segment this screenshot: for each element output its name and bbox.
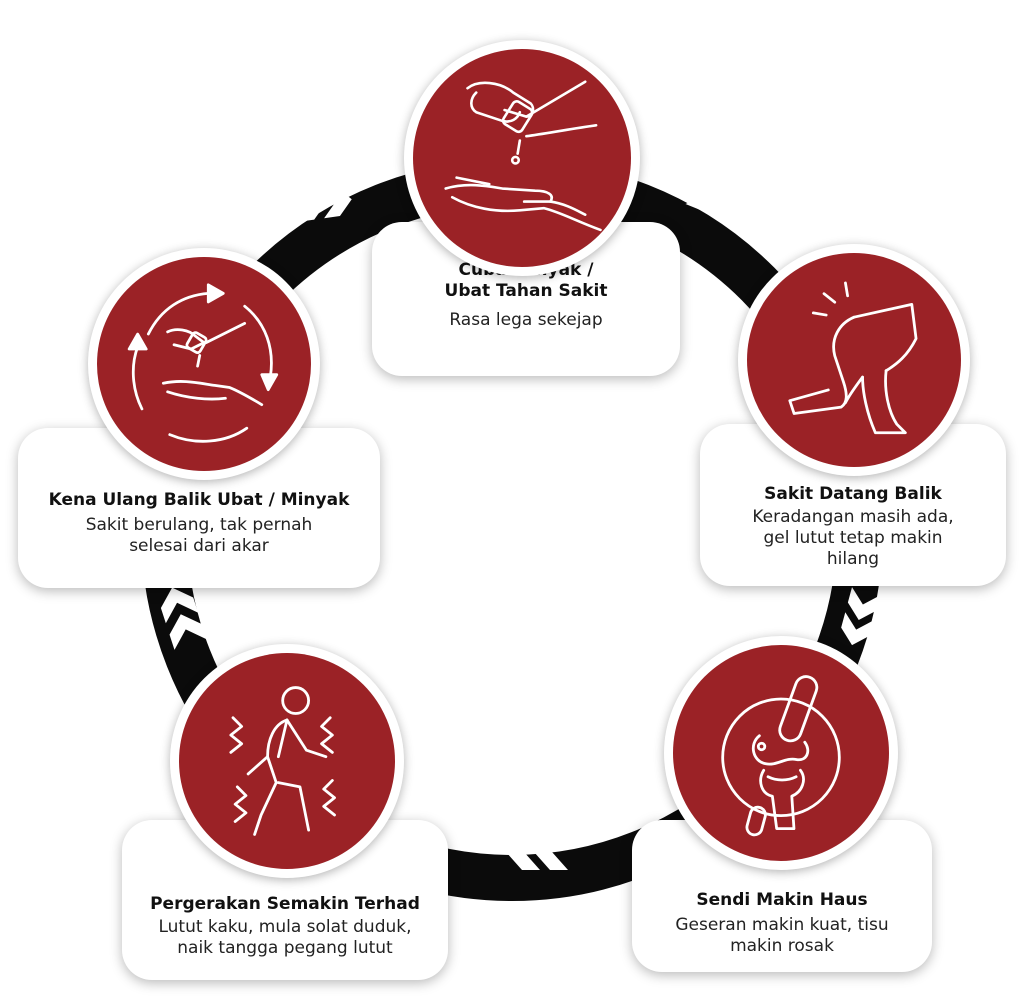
chevron-right-icon (294, 186, 352, 222)
step-description: Keradangan masih ada, (752, 507, 954, 527)
step-card-5: Kena Ulang Balik Ubat / Minyak Sakit ber… (18, 428, 380, 588)
step-badge-5 (88, 248, 320, 480)
knee-joint-icon (721, 675, 841, 837)
step-description: gel lutut tetap makin (763, 528, 943, 548)
step-title: Ubat Tahan Sakit (444, 281, 608, 301)
step-title: Sakit Datang Balik (764, 484, 942, 504)
knee-pain-icon (788, 281, 918, 435)
stiff-person-icon (229, 686, 336, 836)
step-description: selesai dari akar (129, 536, 269, 556)
hand-ointment-icon (444, 80, 602, 232)
step-description: Geseran makin kuat, tisu (675, 915, 889, 935)
step-badge-1 (404, 40, 640, 276)
step-description: naik tangga pegang lutut (177, 938, 393, 958)
repeat-cycle-icon (127, 283, 279, 443)
chevron-right-icon (685, 176, 744, 220)
chevron-left-icon (506, 834, 568, 870)
step-badge-3 (664, 636, 898, 870)
step-description: Sakit berulang, tak pernah (85, 515, 313, 535)
step-description: makin rosak (730, 936, 834, 956)
step-description: Rasa lega sekejap (449, 310, 603, 330)
step-title: Sendi Makin Haus (696, 890, 868, 910)
step-description: hilang (826, 549, 880, 569)
chevron-down-icon (841, 587, 881, 646)
step-title: Pergerakan Semakin Terhad (150, 894, 420, 914)
step-badge-2 (738, 244, 970, 476)
chevron-up-icon (160, 587, 207, 650)
step-badge-4 (170, 644, 404, 878)
step-description: Lutut kaku, mula solat duduk, (158, 917, 412, 937)
step-title: Kena Ulang Balik Ubat / Minyak (48, 490, 350, 510)
